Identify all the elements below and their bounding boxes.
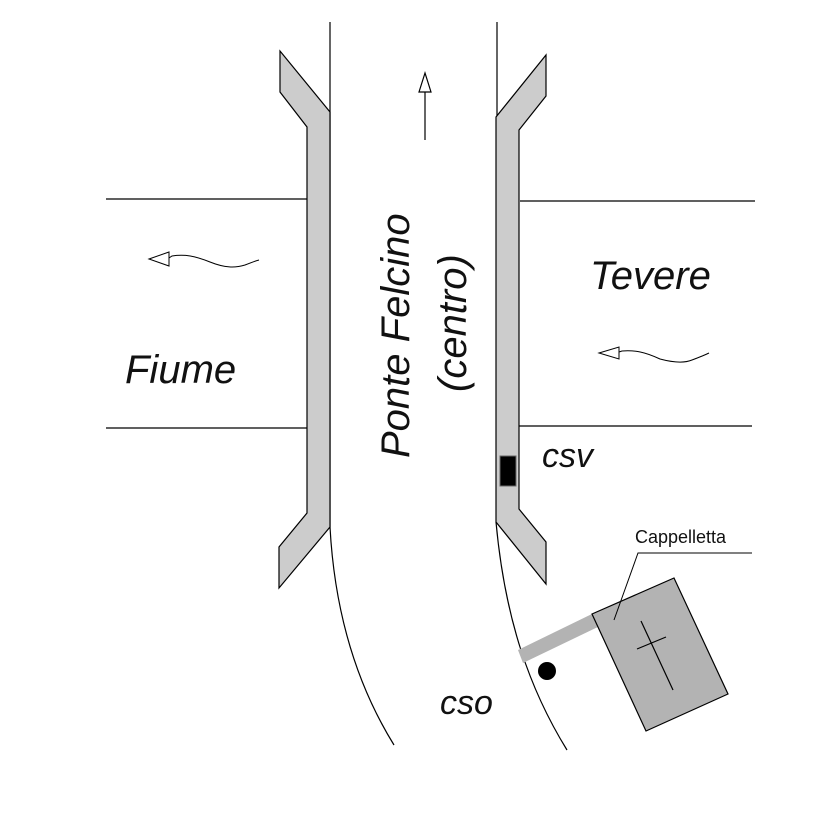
bridge-wall-left xyxy=(278,49,331,590)
wavy-arrow-left-icon xyxy=(147,251,260,268)
csv-marker xyxy=(499,455,517,487)
chapel-path xyxy=(518,612,602,663)
road-sub-label: (centro) xyxy=(431,254,475,392)
bridge-wall-right xyxy=(495,53,547,586)
chapel-label: Cappelletta xyxy=(635,527,727,547)
road-curve-left xyxy=(329,526,395,746)
wavy-arrow-left-icon xyxy=(597,346,710,363)
chapel-leader-line xyxy=(613,552,752,621)
cso-marker xyxy=(538,662,556,680)
csv-label: csv xyxy=(542,437,595,475)
river-label-right: Tevere xyxy=(590,254,711,298)
road-name-label: Ponte Felcino xyxy=(374,213,418,458)
chapel-building xyxy=(591,577,729,732)
cso-label: cso xyxy=(440,684,493,722)
arrow-up-icon xyxy=(418,71,432,140)
river-label-left: Fiume xyxy=(125,348,236,392)
cross-icon xyxy=(636,620,674,691)
